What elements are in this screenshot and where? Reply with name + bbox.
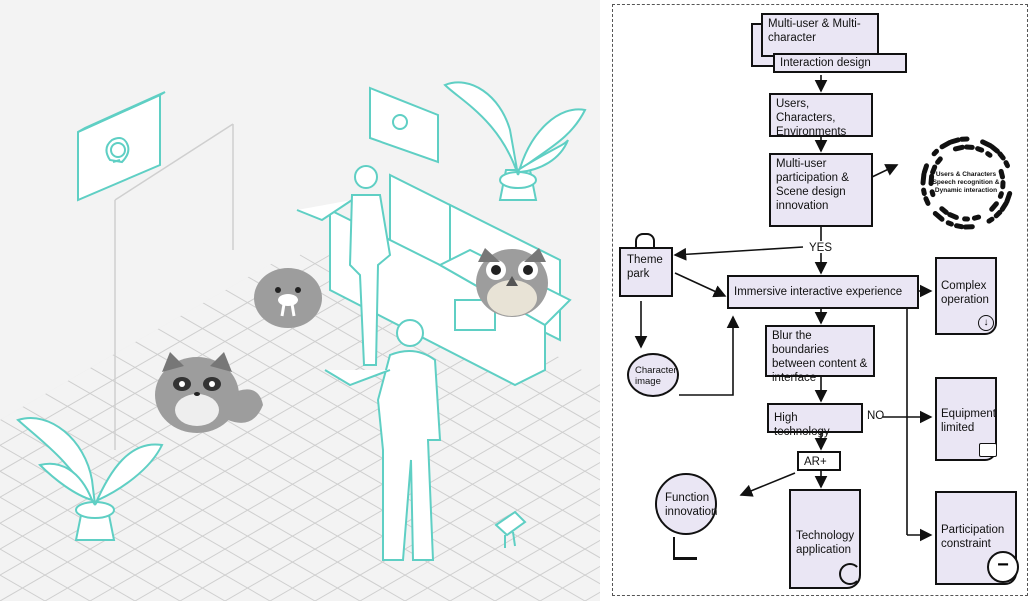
- qr-line-1: Users & Characters: [935, 171, 997, 178]
- node-ar-plus-label: AR+: [804, 456, 827, 468]
- potted-plant-left: [16, 417, 164, 541]
- badge-dash: [998, 168, 1005, 180]
- node-users-characters-environments-label: Users, Characters, Environments: [776, 98, 847, 138]
- bag-handle: [635, 233, 655, 249]
- edge-label-no: NO: [867, 410, 885, 422]
- node-function-innovation: Function innovation: [655, 473, 717, 535]
- badge-dash: [932, 211, 945, 222]
- node-theme-park: Theme park: [619, 247, 673, 297]
- node-complex-operation-label: Complex operation: [941, 280, 989, 306]
- badge-dash: [997, 151, 1006, 161]
- person-background: [296, 165, 392, 366]
- badge-dash: [975, 146, 985, 153]
- node-ar-plus: AR+: [797, 451, 841, 471]
- node-function-innovation-label: Function innovation: [665, 492, 718, 518]
- badge-dash: [931, 148, 939, 157]
- node-character-image-label: Character image: [635, 365, 677, 387]
- badge-dash: [930, 164, 938, 175]
- interaction-flowchart: Multi-user & Multi-character Interaction…: [612, 4, 1028, 596]
- badge-dash: [986, 216, 995, 224]
- badge-dash: [954, 223, 965, 230]
- node-multi-user-participation: Multi-user participation & Scene design …: [769, 153, 873, 227]
- badge-dash: [920, 171, 927, 186]
- small-robot: [494, 510, 527, 548]
- node-theme-park-label: Theme park: [627, 254, 663, 280]
- potted-plant-right: [443, 81, 587, 201]
- lock-icon: [979, 443, 997, 457]
- node-participation-constraint-label: Participation constraint: [941, 524, 1005, 550]
- lightbulb-sign-left: [77, 91, 166, 202]
- badge-dash: [999, 200, 1009, 212]
- badge-dash: [1004, 191, 1013, 205]
- node-interaction-design-label: Interaction design: [780, 57, 871, 69]
- node-multi-user-participation-label: Multi-user participation & Scene design …: [776, 158, 849, 212]
- node-immersive-experience-label: Immersive interactive experience: [734, 286, 903, 298]
- badge-dash: [928, 173, 935, 186]
- badge-dash: [985, 151, 993, 158]
- globe-stand: [673, 537, 697, 560]
- edge-label-yes: YES: [809, 242, 833, 254]
- badge-dash: [993, 209, 1003, 219]
- node-equipment-limited-label: Equipment limited: [941, 408, 996, 434]
- qr-line-3: Dynamic interaction: [934, 187, 998, 194]
- badge-dash: [939, 206, 949, 215]
- node-high-technology: High technology: [767, 403, 863, 438]
- badge-dash: [997, 191, 1004, 199]
- node-interaction-design: Interaction design: [773, 53, 907, 73]
- badge-dash: [989, 201, 999, 212]
- node-users-characters-environments: Users, Characters, Environments: [769, 93, 873, 138]
- node-technology-application-label: Technology application: [796, 530, 855, 556]
- badge-dash: [980, 139, 993, 149]
- badge-dash: [1003, 160, 1010, 169]
- lightbulb-icon: [110, 142, 126, 158]
- lightbulb-sign-right: [369, 86, 439, 164]
- badge-dash: [921, 163, 929, 175]
- badge-dash: [935, 156, 943, 165]
- badge-dash: [971, 214, 982, 221]
- qr-line-2: Speech recognition &: [932, 179, 1000, 186]
- speech-interaction-text: Users & Characters Speech recognition & …: [917, 171, 1015, 195]
- badge-dash: [939, 140, 953, 150]
- badge-dash: [948, 137, 961, 145]
- badge-dash: [952, 144, 965, 152]
- badge-dash: [945, 220, 954, 227]
- owl-character: [476, 248, 548, 317]
- person-foreground: [324, 319, 442, 561]
- node-character-image: Character image: [627, 353, 679, 397]
- node-blur-boundaries-label: Blur the boundaries between content & in…: [772, 330, 868, 384]
- node-high-technology-label: High technology: [774, 412, 830, 438]
- speech-interaction-badge: [920, 136, 1013, 230]
- isometric-illustration: [0, 0, 600, 601]
- raccoon-character: [155, 352, 263, 433]
- minus-icon: −: [987, 551, 1019, 583]
- badge-dash: [947, 212, 959, 220]
- node-multi-user: Multi-user & Multi-character: [761, 13, 879, 57]
- download-icon: ↓: [978, 315, 994, 331]
- badge-dash: [923, 196, 931, 206]
- walrus-character: [254, 268, 322, 328]
- node-blur-boundaries: Blur the boundaries between content & in…: [765, 325, 875, 384]
- node-multi-user-label: Multi-user & Multi-character: [768, 18, 861, 44]
- refresh-icon: [839, 563, 861, 585]
- node-immersive-experience: Immersive interactive experience: [727, 275, 919, 309]
- badge-dash: [921, 187, 927, 196]
- badge-dash: [929, 189, 936, 198]
- badge-dash: [989, 144, 1000, 154]
